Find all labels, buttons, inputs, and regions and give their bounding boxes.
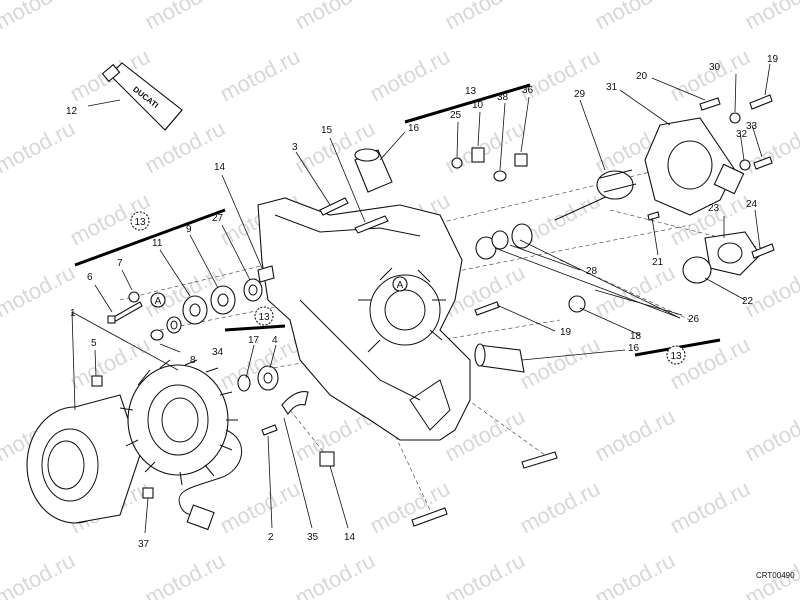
bearings-and-seals xyxy=(166,265,279,392)
callout-1: 1 xyxy=(70,308,76,319)
callout-31: 31 xyxy=(606,82,618,93)
watermark-text: motod.ru xyxy=(0,476,4,539)
sealant-a-marker-center xyxy=(392,276,408,292)
callout-23: 23 xyxy=(708,203,720,214)
watermark-text: motod.ru xyxy=(441,0,529,34)
leader-lines xyxy=(71,63,771,534)
callout-2: 2 xyxy=(268,532,274,543)
part-callouts: 1 2 3 4 5 6 7 8 9 10 11 12 13 14 14 15 1… xyxy=(66,54,779,550)
watermark-text: motod.ru xyxy=(216,476,304,539)
watermark-text: motod.ru xyxy=(291,0,379,34)
group-13-marker-right xyxy=(666,345,686,365)
callout-24: 24 xyxy=(746,199,758,210)
watermark-text: motod.ru xyxy=(0,260,79,323)
sealant-a-marker-left xyxy=(150,292,166,308)
callout-14a: 14 xyxy=(214,162,226,173)
callout-36: 36 xyxy=(522,85,534,96)
callout-35: 35 xyxy=(307,532,319,543)
watermark-text: motod.ru xyxy=(0,332,4,395)
watermark-text: motod.ru xyxy=(0,116,79,179)
watermark-text: motod.ru xyxy=(141,0,229,34)
callout-4: 4 xyxy=(272,335,278,346)
callout-11: 11 xyxy=(152,238,163,249)
watermark-text: motod.ru xyxy=(516,332,604,395)
watermark-text: motod.ru xyxy=(0,0,79,34)
pump-bolts xyxy=(699,94,773,171)
callout-6: 6 xyxy=(87,272,93,283)
sealant-a-label-left: A xyxy=(155,296,162,307)
callout-16a: 16 xyxy=(408,123,420,134)
watermark-text: motod.ru xyxy=(741,260,800,323)
callout-12: 12 xyxy=(66,106,78,117)
callout-19a: 19 xyxy=(560,327,572,338)
callout-5: 5 xyxy=(91,338,97,349)
watermark-text: motod.ru xyxy=(591,548,679,600)
callout-14b: 14 xyxy=(344,532,356,543)
engine-cover-casting xyxy=(257,197,471,441)
fasteners xyxy=(91,197,558,527)
pump-small-parts xyxy=(354,147,586,373)
pump-cover xyxy=(644,117,745,216)
callout-26: 26 xyxy=(688,314,700,325)
callout-21: 21 xyxy=(652,257,664,268)
watermark-text: motod.ru xyxy=(741,0,800,34)
outlet-flange xyxy=(647,211,775,284)
callout-16b: 16 xyxy=(628,343,640,354)
callout-34: 34 xyxy=(212,347,224,358)
callout-30: 30 xyxy=(709,62,721,73)
watermark-text: motod.ru xyxy=(666,476,754,539)
watermark-text: motod.ru xyxy=(666,44,754,107)
watermark-text: motod.ru xyxy=(141,548,229,600)
watermark-text: motod.ru xyxy=(591,404,679,467)
callout-22: 22 xyxy=(742,296,754,307)
callout-9: 9 xyxy=(186,224,192,235)
group-13-marker-mid xyxy=(254,306,274,326)
callout-7: 7 xyxy=(117,258,123,269)
callout-15: 15 xyxy=(321,125,333,136)
flywheel-rotor xyxy=(26,394,141,524)
watermark-text: motod.ru xyxy=(366,476,454,539)
watermark-text: motod.ru xyxy=(291,548,379,600)
circled-markers: 13 13 13 A A xyxy=(130,211,686,365)
sealant-tube: DUCATI xyxy=(101,62,183,131)
callout-28: 28 xyxy=(586,266,598,277)
group-13-label-left: 13 xyxy=(134,217,146,228)
callout-38: 38 xyxy=(497,92,509,103)
watermark-text: motod.ru xyxy=(366,44,454,107)
callout-3: 3 xyxy=(292,142,298,153)
callout-13: 13 xyxy=(465,86,477,97)
callout-29: 29 xyxy=(574,89,586,100)
callout-18: 18 xyxy=(630,331,642,342)
watermark-text: motod.ru xyxy=(216,44,304,107)
callout-8: 8 xyxy=(190,355,196,366)
callout-20: 20 xyxy=(636,71,648,82)
callout-19b: 19 xyxy=(767,54,779,65)
sealant-a-label-center: A xyxy=(397,280,404,291)
watermark-text: motod.ru xyxy=(0,548,79,600)
callout-32: 32 xyxy=(736,129,748,140)
watermark-text: motod.ru xyxy=(441,116,529,179)
callout-10: 10 xyxy=(472,100,484,111)
watermark-text: motod.ru xyxy=(516,476,604,539)
callout-27: 27 xyxy=(212,213,224,224)
watermark-text: motod.ru xyxy=(591,0,679,34)
watermark-text: motod.ru xyxy=(441,548,529,600)
callout-37: 37 xyxy=(138,539,150,550)
group-13-label-mid: 13 xyxy=(258,312,270,323)
drawing-code: CRT00490 xyxy=(756,571,795,580)
watermark-text: motod.ru xyxy=(0,44,4,107)
stator-assembly xyxy=(119,359,242,531)
watermark-text: motod.ru xyxy=(741,404,800,467)
watermark-text: motod.ru xyxy=(0,188,4,251)
pump-impeller xyxy=(554,169,637,221)
callout-25: 25 xyxy=(450,110,462,121)
group-13-marker-left xyxy=(130,211,150,231)
callout-33: 33 xyxy=(746,121,758,132)
group-13-label-right: 13 xyxy=(670,351,682,362)
callout-17: 17 xyxy=(248,335,260,346)
